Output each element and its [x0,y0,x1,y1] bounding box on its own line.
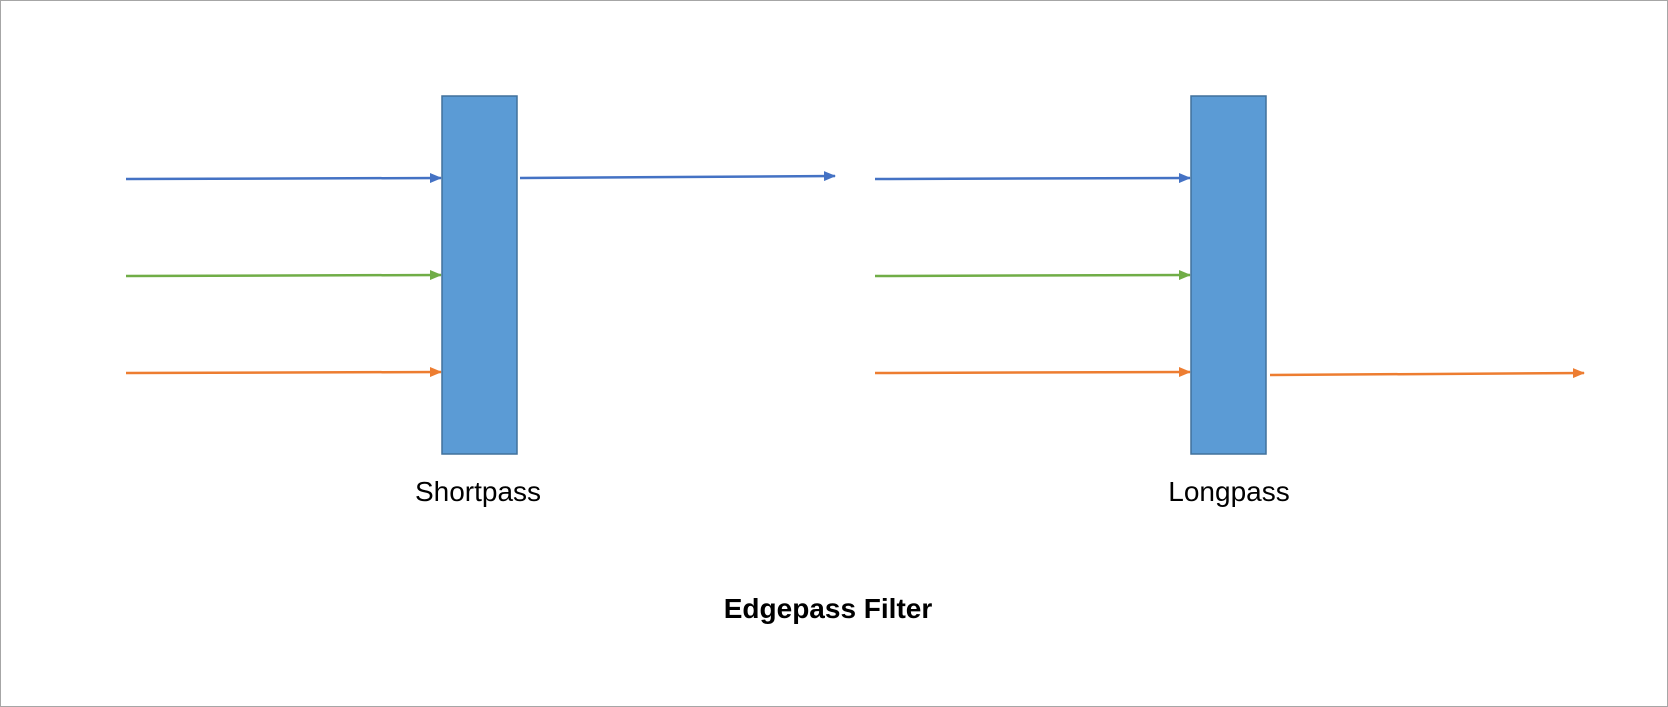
longpass-label: Longpass [1168,476,1290,507]
shortpass-filter-block [441,95,518,455]
longpass-incoming-orange-arrow [874,367,1191,378]
shortpass-label: Shortpass [414,476,542,507]
longpass-incoming-blue-arrow [874,173,1191,184]
diagram-title: Edgepass Filter [723,593,933,624]
longpass-transmitted-orange-arrow [1269,368,1585,379]
shortpass-incoming-blue-arrow [125,173,442,184]
longpass-filter-block [1190,95,1267,455]
shortpass-filter-group [125,95,836,455]
shortpass-incoming-green-arrow [125,270,442,281]
longpass-filter-group [874,95,1585,455]
longpass-incoming-green-arrow [874,270,1191,281]
shortpass-incoming-orange-arrow [125,367,442,378]
shortpass-transmitted-blue-arrow [519,171,836,182]
